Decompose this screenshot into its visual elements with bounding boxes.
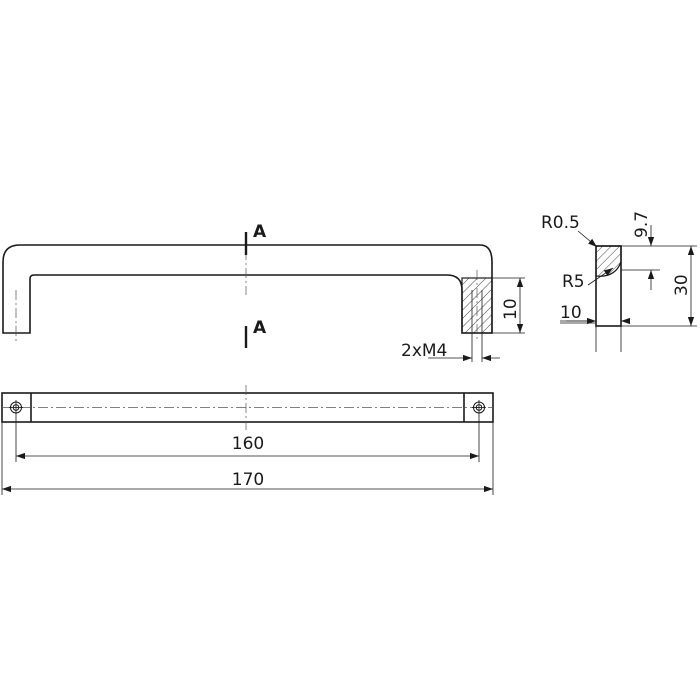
thread-depth-label: 10 xyxy=(501,298,521,320)
height-label: 30 xyxy=(672,274,692,296)
profile-width-dimension: 10 xyxy=(560,303,630,352)
handle-section-hatch xyxy=(461,277,493,334)
profile-offset-dimension: 9.7 xyxy=(621,211,697,290)
section-label-top: A xyxy=(253,222,267,242)
overall-length-dimension: 170 xyxy=(1,422,494,495)
hole-spacing-dimension: 160 xyxy=(15,415,480,462)
edge-radius-label: R0.5 xyxy=(541,213,580,233)
profile-radius-callout: R5 xyxy=(562,267,614,292)
profile-radius-label: R5 xyxy=(562,272,585,292)
top-view xyxy=(1,385,494,430)
thread-dimension: 2xM4 xyxy=(401,333,500,362)
hole-spacing-label: 160 xyxy=(232,434,264,454)
profile-width-label: 10 xyxy=(560,303,582,323)
edge-radius-callout: R0.5 xyxy=(541,213,598,248)
thread-label: 2xM4 xyxy=(401,341,447,361)
front-view: A A xyxy=(2,222,493,348)
profile-offset-label: 9.7 xyxy=(632,211,652,238)
overall-length-label: 170 xyxy=(232,470,264,490)
height-dimension: 30 xyxy=(621,246,697,327)
section-view xyxy=(595,245,622,327)
section-label-bottom: A xyxy=(253,318,267,338)
profile-hatch-area xyxy=(595,245,622,277)
handle-outline xyxy=(2,244,493,334)
screw-hole-left xyxy=(9,400,23,415)
thread-depth-dimension: 10 xyxy=(492,277,525,334)
screw-hole-right xyxy=(472,400,486,415)
